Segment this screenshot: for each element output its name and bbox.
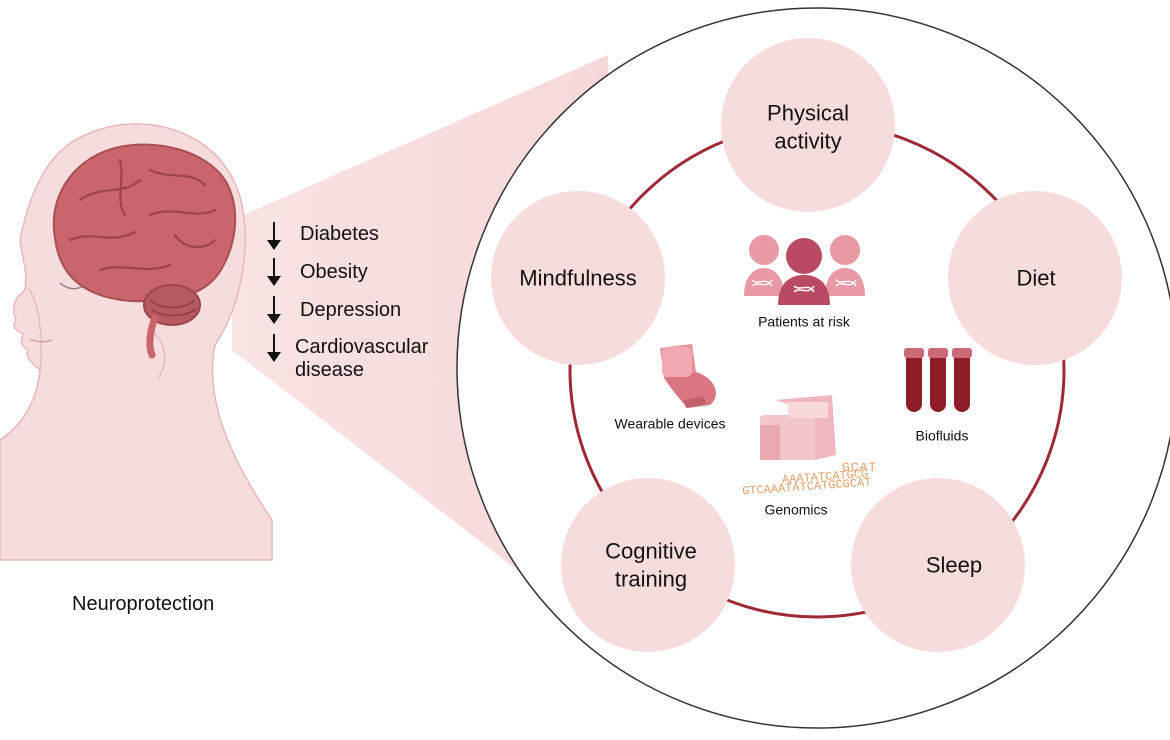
label-mindfulness: Mindfulness [519,265,637,291]
label-physical-activity: Physical activity [723,100,893,155]
brain-illustration [52,143,237,359]
label-genomics: Genomics [764,501,828,518]
label-cognitive-training-line1: Cognitive [605,538,697,564]
label-biofluids: Biofluids [915,427,969,444]
label-patients-at-risk: Patients at risk [758,313,850,330]
risk-depression: Depression [300,299,402,321]
risk-diabetes: Diabetes [300,223,379,245]
label-wearable-devices: Wearable devices [614,415,726,432]
node-diet [948,191,1122,365]
neuroprotection-caption: Neuroprotection [72,593,215,615]
node-physical-activity [721,38,895,212]
blood-tubes-icon [904,348,972,412]
sequencer-icon [760,395,836,460]
smartwatch-icon [660,344,716,408]
risk-arrows [267,222,281,362]
label-sleep: Sleep [925,552,983,578]
risk-cardiovascular: Cardiovascular disease [295,336,428,382]
node-mindfulness [491,191,665,365]
risk-obesity: Obesity [300,261,368,283]
patients-group-icon [744,235,865,305]
label-physical-activity-line2: activity [774,128,842,153]
node-sleep [851,478,1025,652]
label-physical-activity-line1: Physical [767,100,849,126]
genomics-seq-1: GCAT [842,460,878,475]
label-cognitive-training: Cognitive training [566,538,736,593]
risk-cardiovascular-line1: Cardiovascular [295,336,429,358]
node-cognitive-training [561,478,735,652]
risk-cardiovascular-line2: disease [295,359,364,381]
label-cognitive-training-line2: training [614,566,688,591]
label-diet: Diet [1016,265,1056,291]
